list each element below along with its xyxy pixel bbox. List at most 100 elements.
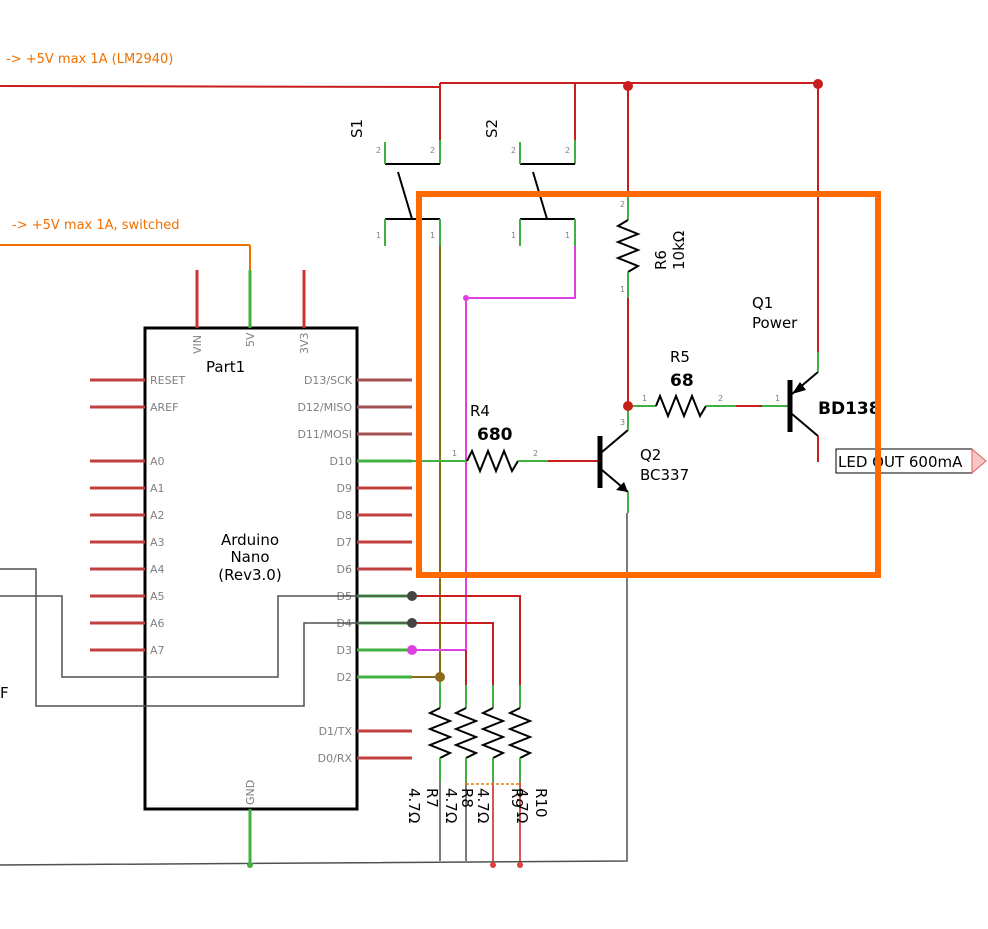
q1-pin-1: 1 <box>775 394 780 403</box>
s1-pin-1a: 1 <box>376 231 381 240</box>
pin-d12-label: D12/MISO <box>297 401 352 414</box>
cut-off-label: F <box>0 684 9 702</box>
junction-d3 <box>407 645 417 655</box>
pin-d13-label: D13/SCK <box>304 374 353 387</box>
switch-s2[interactable] <box>519 83 576 246</box>
pin-d11-label: D11/MOSI <box>297 428 352 441</box>
pin-d10-label: D10 <box>330 455 352 468</box>
s2-pin-2a: 2 <box>511 146 516 155</box>
pin-a7-label: A7 <box>150 644 165 657</box>
q2-pin-3: 3 <box>620 418 625 427</box>
wire-d4-to-r9[interactable] <box>412 622 494 685</box>
q2-part: BC337 <box>640 466 689 484</box>
left-pins <box>90 378 145 652</box>
r7-name: R7 <box>423 788 441 808</box>
resistor-r6[interactable] <box>615 219 641 273</box>
arduino-name-line2: Nano <box>230 548 269 566</box>
supply-rail-wire[interactable] <box>0 85 441 88</box>
pin-aref-label: AREF <box>150 401 178 414</box>
pin-reset-label: RESET <box>150 374 186 387</box>
resistor-r10[interactable] <box>507 685 533 861</box>
r10-name: R10 <box>532 788 550 818</box>
switch-s1-label: S1 <box>348 119 366 138</box>
pin-3v3-label: 3V3 <box>298 332 311 354</box>
r8-value: 4.7Ω <box>442 788 460 823</box>
r8-name: R8 <box>458 788 476 808</box>
pin-vin-label: VIN <box>191 335 204 354</box>
r5-pin-2: 2 <box>718 394 723 403</box>
transistor-q1[interactable] <box>787 352 819 462</box>
arduino-nano-body[interactable] <box>143 326 359 811</box>
s2-pin-1b: 1 <box>565 231 570 240</box>
part-label: Part1 <box>206 358 245 376</box>
s1-pin-2a: 2 <box>376 146 381 155</box>
wire-d4-left[interactable] <box>0 568 412 707</box>
r5-name: R5 <box>670 348 690 366</box>
r4-value: 680 <box>477 425 513 445</box>
pin-d8-label: D8 <box>337 509 352 522</box>
wire-d5-left[interactable] <box>0 595 412 678</box>
r5-value: 68 <box>670 371 694 391</box>
arduino-name-line3: (Rev3.0) <box>218 566 281 584</box>
pin-gnd-label: GND <box>244 780 257 805</box>
net-label-5v: -> +5V max 1A (LM2940) <box>6 52 173 67</box>
r9-name: R9 <box>508 788 526 808</box>
q1-name: Q1 <box>752 294 773 312</box>
junction-rail-q1 <box>813 79 823 89</box>
pin-d0-label: D0/RX <box>318 752 353 765</box>
resistor-r4[interactable] <box>466 448 519 474</box>
junction-d5 <box>407 591 417 601</box>
r9-value: 4.7Ω <box>474 788 492 823</box>
led-out-arrow-icon <box>971 447 987 475</box>
pin-a4-label: A4 <box>150 563 165 576</box>
wire-d5-to-r10[interactable] <box>412 595 521 685</box>
pin-a5-label: A5 <box>150 590 165 603</box>
q1-role: Power <box>752 314 798 332</box>
pin-a2-label: A2 <box>150 509 165 522</box>
right-pins <box>357 378 412 760</box>
pin-5v-label: 5V <box>244 332 257 347</box>
resistor-r7[interactable] <box>427 677 453 861</box>
r4-name: R4 <box>470 402 490 420</box>
resistor-r9[interactable] <box>480 685 506 861</box>
arduino-name-line1: Arduino <box>221 531 279 549</box>
net-label-5v-switched: -> +5V max 1A, switched <box>12 218 180 233</box>
pin-a0-label: A0 <box>150 455 165 468</box>
s2-pin-1a: 1 <box>511 231 516 240</box>
pin-d2-label: D2 <box>337 671 352 684</box>
junction-r9-end <box>490 862 496 868</box>
pin-d6-label: D6 <box>337 563 352 576</box>
r10-value: 4.7Ω <box>513 788 531 823</box>
junction-s2-wire <box>463 295 469 301</box>
junction-gnd <box>247 862 253 868</box>
r4-pin-2: 2 <box>533 449 538 458</box>
r4-pin-1: 1 <box>452 449 457 458</box>
junction-d4 <box>407 618 417 628</box>
r5-pin-1: 1 <box>642 394 647 403</box>
pin-a6-label: A6 <box>150 617 165 630</box>
pin-a3-label: A3 <box>150 536 165 549</box>
s1-pin-1b: 1 <box>430 231 435 240</box>
resistor-r5[interactable] <box>655 393 707 419</box>
junction-d2 <box>435 672 445 682</box>
r6-pin-1: 1 <box>620 285 625 294</box>
pin-d1-label: D1/TX <box>319 725 353 738</box>
s2-pin-2b: 2 <box>565 146 570 155</box>
junction-rail-r6 <box>623 81 633 91</box>
r6-value: 10kΩ <box>670 231 688 270</box>
junction-r10-end <box>517 862 523 868</box>
led-out-netlabel-box[interactable] <box>835 448 973 474</box>
switch-s2-label: S2 <box>483 119 501 138</box>
q1-part: BD138 <box>818 399 881 419</box>
pin-a1-label: A1 <box>150 482 165 495</box>
r6-pin-2: 2 <box>620 200 625 209</box>
pin-d9-label: D9 <box>337 482 352 495</box>
ground-rail-wire[interactable] <box>0 513 628 866</box>
resistor-r8[interactable] <box>453 685 479 861</box>
switch-s1[interactable] <box>384 83 441 246</box>
wire-s2-to-d3[interactable] <box>412 246 576 651</box>
pin-d3-label: D3 <box>337 644 352 657</box>
r6-name: R6 <box>652 250 670 270</box>
